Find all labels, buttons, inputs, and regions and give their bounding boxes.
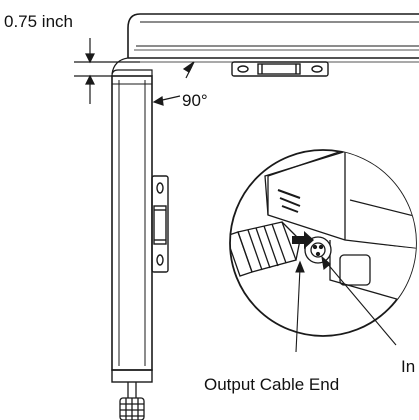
input-end-label: In <box>401 357 415 376</box>
angle-marker <box>152 61 195 106</box>
gap-dimension-label: 0.75 inch <box>4 12 73 31</box>
output-cable-connector-bottom <box>119 382 145 420</box>
mounting-bracket-side <box>151 175 169 273</box>
vertical-fixture-bar <box>111 69 153 383</box>
output-cable-end-label: Output Cable End <box>204 375 339 394</box>
connector-detail-circle <box>229 149 417 337</box>
horizontal-fixture-bar <box>111 13 419 75</box>
angle-label: 90° <box>182 91 208 110</box>
mounting-bracket-top <box>231 61 329 77</box>
leader-lines <box>295 255 397 353</box>
gap-dimension-marker <box>74 38 140 104</box>
